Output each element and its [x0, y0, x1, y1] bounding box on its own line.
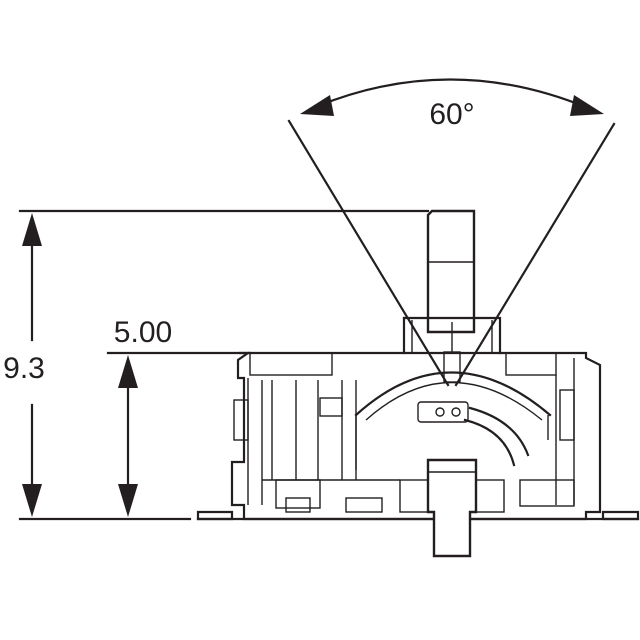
angle-left-arrow	[300, 95, 334, 116]
contact-arc-inner	[463, 418, 516, 467]
body-height-label: 5.00	[114, 316, 172, 349]
wiper-pin-2	[451, 407, 461, 417]
angle-label: 60°	[429, 98, 474, 131]
bottom-left-terminal-block	[275, 479, 321, 509]
right-latch	[559, 389, 575, 441]
upper-left-block	[249, 352, 333, 376]
body-height-bottom-arrow	[118, 484, 138, 517]
rotor-dome	[354, 371, 552, 417]
bushing-right	[402, 316, 502, 355]
angle-left-ray	[287, 119, 450, 387]
knob-left-bracket	[399, 479, 429, 513]
wiper-pin-1	[435, 407, 445, 417]
knob-right-bracket	[475, 479, 505, 513]
actuator-shaft	[426, 209, 476, 334]
total-height-bottom-arrow	[22, 484, 42, 517]
bottom-left-pad	[285, 497, 311, 513]
shaft-stem	[443, 351, 461, 383]
angle-right-arrow	[570, 95, 604, 116]
body-height-dimension: 5.00	[106, 316, 252, 517]
total-height-dimension: 9.3	[3, 209, 430, 521]
bottom-center-left-pad	[345, 497, 383, 513]
wiper-head	[417, 401, 469, 423]
angle-arc	[316, 78, 590, 110]
upper-right-block	[505, 352, 557, 376]
angle-dimension: 60°	[287, 78, 616, 387]
body-height-top-arrow	[118, 355, 138, 388]
bottom-knob	[426, 458, 478, 558]
right-bottom-block	[519, 479, 575, 507]
switch-body	[196, 209, 640, 558]
housing-outline	[230, 351, 602, 521]
total-height-top-arrow	[22, 213, 42, 246]
angle-right-ray	[454, 122, 616, 387]
total-height-label: 9.3	[3, 352, 45, 385]
left-side-latch	[233, 399, 249, 441]
contact-arc-outer	[468, 406, 530, 457]
left-clip	[319, 397, 343, 417]
